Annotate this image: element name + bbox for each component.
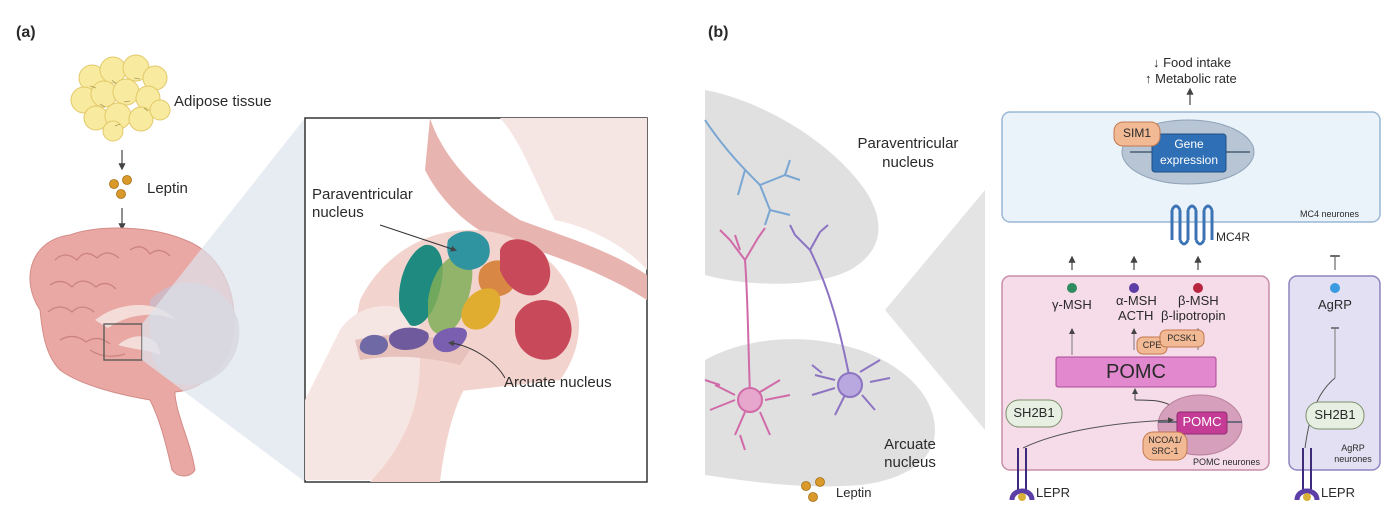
paraventricular-label-a-1: Paraventricular — [312, 186, 413, 203]
pvn-dendrites — [704, 119, 801, 226]
sh2b1-right-box — [1305, 401, 1365, 430]
arcuate-region-b — [705, 339, 935, 487]
agrp-neuron-purple — [789, 224, 891, 416]
lepr-left-label: LEPR — [1036, 485, 1070, 500]
leptin-molecules-a — [109, 175, 132, 199]
agrp-neurones-label-2: neurones — [1334, 454, 1372, 464]
sh2b1-left-label: SH2B1 — [1013, 405, 1055, 420]
paraventricular-region-b — [705, 90, 879, 284]
gamma-msh-dot — [1067, 283, 1077, 293]
pomc-neurones-label: POMC neurones — [1193, 457, 1261, 467]
arcuate-label-a: Arcuate nucleus — [504, 374, 612, 391]
mc4r-label: MC4R — [1216, 230, 1251, 244]
ncoa1-label-1: NCOA1/ — [1148, 435, 1182, 445]
panel-b-letter: (b) — [708, 24, 729, 41]
pcsk1-label: PCSK1 — [1167, 333, 1197, 343]
agrp-neurones-label-1: AgRP — [1341, 443, 1365, 453]
ncoa1-box — [1142, 431, 1188, 461]
gene-expression-label-2: expression — [1159, 153, 1219, 167]
arcuate-label-b-1: Arcuate — [884, 436, 936, 453]
sim1-box — [1113, 121, 1161, 147]
leptin-molecules-b — [801, 477, 825, 502]
mc4-neurones-label: MC4 neurones — [1300, 209, 1360, 219]
pomc-gene-label: POMC — [1182, 414, 1222, 429]
output-metabolic-rate: ↑ Metabolic rate — [1145, 71, 1237, 86]
pomc-gene-box — [1176, 411, 1228, 435]
ncoa1-label-2: SRC-1 — [1151, 446, 1179, 456]
lepr-receptor-right — [1294, 448, 1320, 501]
sim1-label: SIM1 — [1122, 126, 1151, 140]
beta-lipotropin-label: β-lipotropin — [1161, 308, 1226, 323]
paraventricular-label-b-1: Paraventricular — [857, 135, 959, 152]
adipose-tissue-illustration — [70, 54, 171, 142]
pomc-protein-label: POMC — [1106, 361, 1166, 383]
output-food-intake: ↓ Food intake — [1153, 55, 1232, 70]
lepr-receptor-left — [1009, 448, 1035, 501]
sh2b1-right-label: SH2B1 — [1314, 407, 1356, 422]
beta-msh-dot — [1193, 283, 1203, 293]
paraventricular-label-a-2: nucleus — [312, 204, 364, 221]
adipose-tissue-label: Adipose tissue — [174, 93, 272, 110]
hypothalamus-zoom-panel — [304, 117, 648, 483]
pcsk1-box — [1159, 329, 1205, 348]
pomc-protein-box — [1055, 356, 1217, 388]
paraventricular-label-b-2: nucleus — [882, 154, 934, 171]
leptin-label-a: Leptin — [147, 180, 188, 197]
cpe-label: CPE — [1142, 340, 1162, 350]
sh2b1-left-box — [1005, 399, 1063, 428]
beta-msh-label: β-MSH — [1178, 293, 1219, 308]
mc4r-receptor — [1170, 204, 1214, 246]
gene-expression-label-1: Gene — [1174, 137, 1204, 151]
pomc-neuron-pink — [704, 227, 791, 451]
acth-label: ACTH — [1118, 308, 1154, 323]
zoom-wedge-a — [142, 118, 305, 482]
agrp-label: AgRP — [1318, 297, 1352, 312]
gamma-msh-label: γ-MSH — [1052, 297, 1092, 312]
alpha-msh-dot — [1129, 283, 1139, 293]
lepr-right-label: LEPR — [1321, 485, 1355, 500]
zoom-wedge-b — [885, 190, 985, 430]
leptin-label-b: Leptin — [836, 485, 872, 500]
arcuate-label-b-2: nucleus — [884, 454, 936, 471]
gene-expression-box — [1151, 133, 1227, 173]
panel-a-letter: (a) — [16, 24, 36, 41]
alpha-msh-label: α-MSH — [1116, 293, 1157, 308]
agrp-dot — [1330, 283, 1340, 293]
